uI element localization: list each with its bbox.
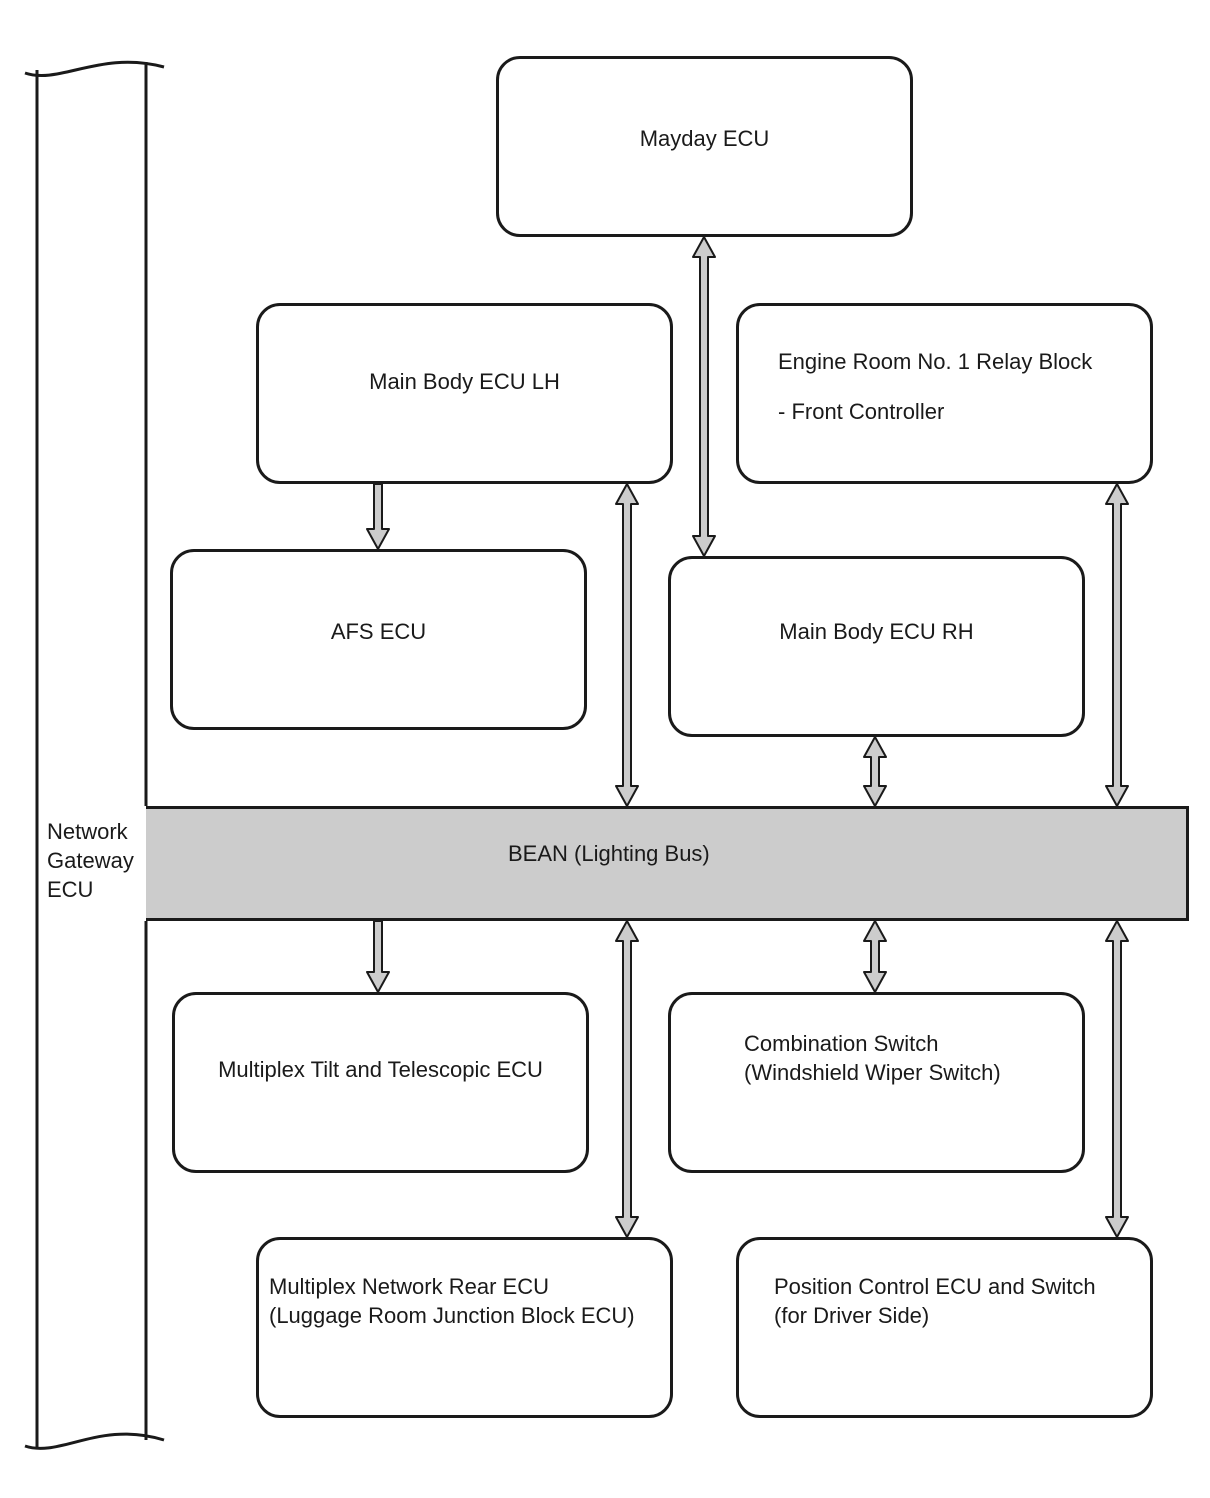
two-way-arrow-main-body-rh-to-bus: [863, 736, 887, 807]
engine-room-label-line1: Engine Room No. 1 Relay Block: [778, 349, 1093, 374]
mayday-ecu-box: Mayday ECU: [496, 56, 913, 237]
gateway-label-line2: Gateway: [47, 848, 134, 873]
two-way-arrow-engine-room-to-bus: [1105, 483, 1129, 807]
combination-switch-box: Combination Switch (Windshield Wiper Swi…: [668, 992, 1085, 1173]
main-body-ecu-rh-label: Main Body ECU RH: [779, 619, 974, 644]
engine-room-label-line2: - Front Controller: [778, 399, 945, 424]
bean-lighting-bus: BEAN (Lighting Bus): [146, 806, 1189, 921]
tilt-telescopic-ecu-box: Multiplex Tilt and Telescopic ECU: [172, 992, 589, 1173]
engine-room-relay-block-box: Engine Room No. 1 Relay Block - Front Co…: [736, 303, 1153, 484]
gateway-label-line1: Network: [47, 819, 128, 844]
main-body-ecu-lh-box: Main Body ECU LH: [256, 303, 673, 484]
multiplex-network-rear-ecu-box: Multiplex Network Rear ECU (Luggage Room…: [256, 1237, 673, 1418]
tilt-telescopic-ecu-label: Multiplex Tilt and Telescopic ECU: [218, 1057, 543, 1082]
two-way-arrow-bus-to-rear-ecu: [615, 920, 639, 1238]
combination-switch-label-line1: Combination Switch: [744, 1031, 939, 1056]
afs-ecu-box: AFS ECU: [170, 549, 587, 730]
rear-ecu-label-line2: (Luggage Room Junction Block ECU): [269, 1303, 635, 1328]
position-control-label-line1: Position Control ECU and Switch: [774, 1274, 1096, 1299]
one-way-arrow-main-body-lh-to-afs: [366, 483, 390, 550]
two-way-arrow-mayday-to-main-body-rh: [692, 236, 716, 557]
one-way-arrow-bus-to-tilt-telescopic: [366, 920, 390, 993]
two-way-arrow-bus-to-position-control: [1105, 920, 1129, 1238]
two-way-arrow-main-body-lh-to-bus: [615, 483, 639, 807]
combination-switch-label-line2: (Windshield Wiper Switch): [744, 1060, 1001, 1085]
two-way-arrow-bus-to-combination-switch: [863, 920, 887, 993]
gateway-label-line3: ECU: [47, 877, 94, 902]
position-control-ecu-box: Position Control ECU and Switch (for Dri…: [736, 1237, 1153, 1418]
main-body-ecu-lh-label: Main Body ECU LH: [369, 369, 560, 394]
mayday-ecu-label: Mayday ECU: [639, 126, 770, 151]
bus-label: BEAN (Lighting Bus): [508, 841, 710, 866]
rear-ecu-label-line1: Multiplex Network Rear ECU: [269, 1274, 549, 1299]
main-body-ecu-rh-box: Main Body ECU RH: [668, 556, 1085, 737]
position-control-label-line2: (for Driver Side): [774, 1303, 930, 1328]
afs-ecu-label: AFS ECU: [330, 619, 427, 644]
